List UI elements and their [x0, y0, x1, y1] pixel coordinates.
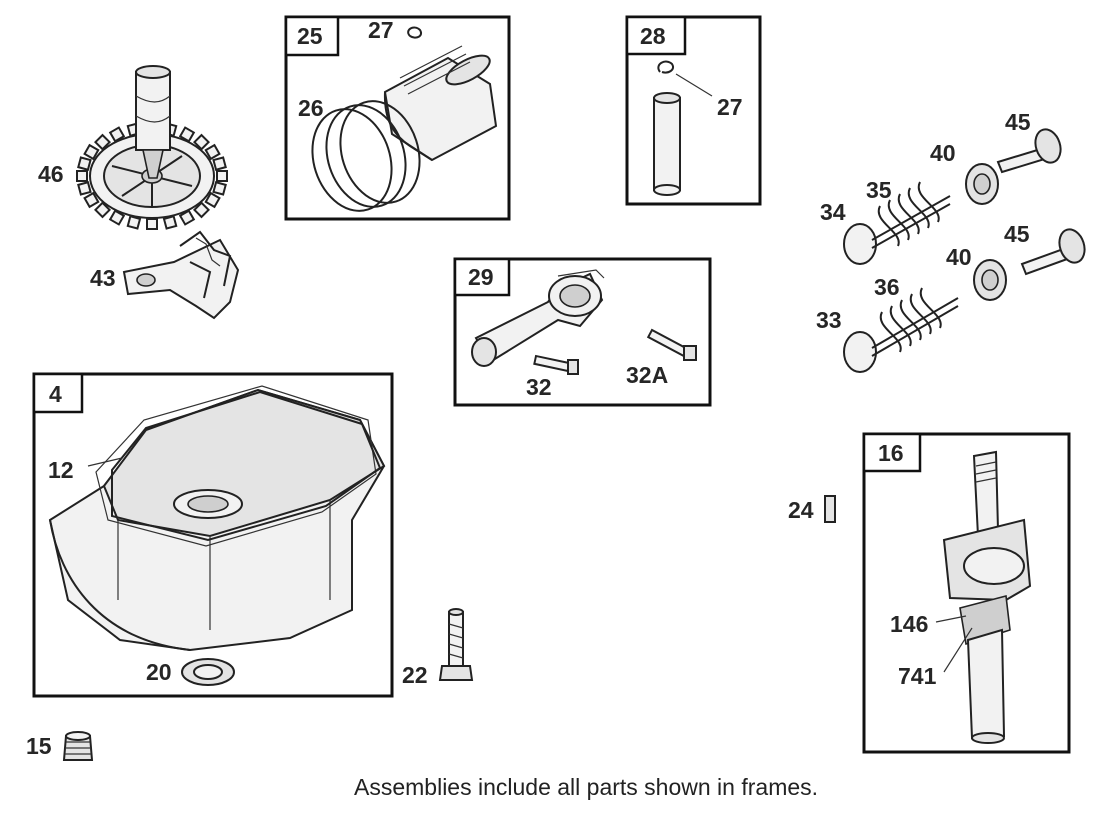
gear-tooth [204, 143, 221, 161]
label-45-upper: 45 [1005, 109, 1031, 135]
label-15: 15 [26, 733, 52, 759]
label-24: 24 [788, 497, 814, 523]
valve-parts [843, 128, 1086, 373]
rod-bolt-32a [646, 328, 697, 361]
frame-25-number: 25 [297, 23, 323, 49]
label-32a: 32A [626, 362, 668, 388]
frame-25: 25 [284, 15, 511, 221]
rod-bolt-32 [533, 354, 579, 375]
gear-tooth [204, 191, 221, 209]
label-27-piston: 27 [368, 17, 394, 43]
gear-tooth [126, 215, 142, 230]
piston-part [383, 45, 498, 162]
gear-tooth [94, 133, 111, 151]
gear-tooth [193, 201, 210, 219]
gear-tooth [108, 126, 126, 143]
frame-29-number: 29 [468, 264, 494, 290]
label-146: 146 [890, 611, 928, 637]
crankcase-gasket [111, 390, 382, 542]
pin-clip-part [657, 60, 674, 74]
frame-28-number: 28 [640, 23, 666, 49]
gear-tooth [178, 209, 196, 226]
gear-tooth [83, 191, 100, 209]
caption: Assemblies include all parts shown in fr… [354, 774, 818, 800]
gear-tooth [146, 218, 158, 230]
label-741: 741 [898, 663, 937, 689]
gear-tooth [94, 201, 111, 219]
label-36: 36 [874, 274, 900, 300]
valve-spring-35 [877, 181, 940, 247]
piston-rings-part [311, 100, 421, 212]
label-33: 33 [816, 307, 842, 333]
frame-4: 4 [32, 372, 394, 698]
label-27-pin: 27 [717, 94, 743, 120]
frame-4-number: 4 [49, 381, 62, 407]
gear-tooth [77, 181, 92, 196]
label-34: 34 [820, 199, 846, 225]
oil-seal-part [181, 658, 235, 686]
gear-tooth [212, 156, 227, 171]
label-20: 20 [146, 659, 172, 685]
cam-gear-part [76, 65, 228, 230]
valve-spring-36 [879, 287, 942, 353]
crankcase-bolt-part [438, 608, 474, 681]
gear-tooth [162, 215, 178, 230]
frame-29: 29 [453, 257, 712, 407]
gear-tooth [193, 133, 210, 151]
gear-tooth [216, 170, 228, 182]
piston-pin-part [653, 92, 681, 196]
tappet-upper [996, 128, 1062, 174]
crankshaft-part [942, 450, 1032, 744]
gear-tooth [108, 209, 126, 226]
connecting-rod-part [471, 269, 605, 367]
label-35: 35 [866, 177, 892, 203]
drain-plug-part [62, 731, 94, 761]
governor-bracket-part [122, 230, 240, 320]
label-45-lower: 45 [1004, 221, 1030, 247]
gear-tooth [178, 126, 196, 143]
gear-tooth [77, 156, 92, 171]
label-40-lower: 40 [946, 244, 972, 270]
gear-tooth [83, 143, 100, 161]
label-43: 43 [90, 265, 116, 291]
intake-valve [843, 195, 951, 265]
retainer-lower [973, 259, 1007, 301]
label-46: 46 [38, 161, 64, 187]
frame-16-number: 16 [878, 440, 904, 466]
key-part [824, 495, 836, 523]
label-22: 22 [402, 662, 428, 688]
exhaust-valve [843, 297, 959, 373]
label-12: 12 [48, 457, 74, 483]
crankcase-part [48, 385, 386, 652]
tappet-lower [1020, 228, 1086, 276]
label-32: 32 [526, 374, 552, 400]
label-40-upper: 40 [930, 140, 956, 166]
retainer-upper [965, 163, 999, 205]
label-26: 26 [298, 95, 324, 121]
gear-tooth [76, 170, 88, 182]
frame-28: 28 [625, 15, 762, 206]
frame-16: 16 [862, 432, 1071, 754]
piston-pin-clip [407, 26, 422, 39]
gear-tooth [212, 181, 227, 196]
